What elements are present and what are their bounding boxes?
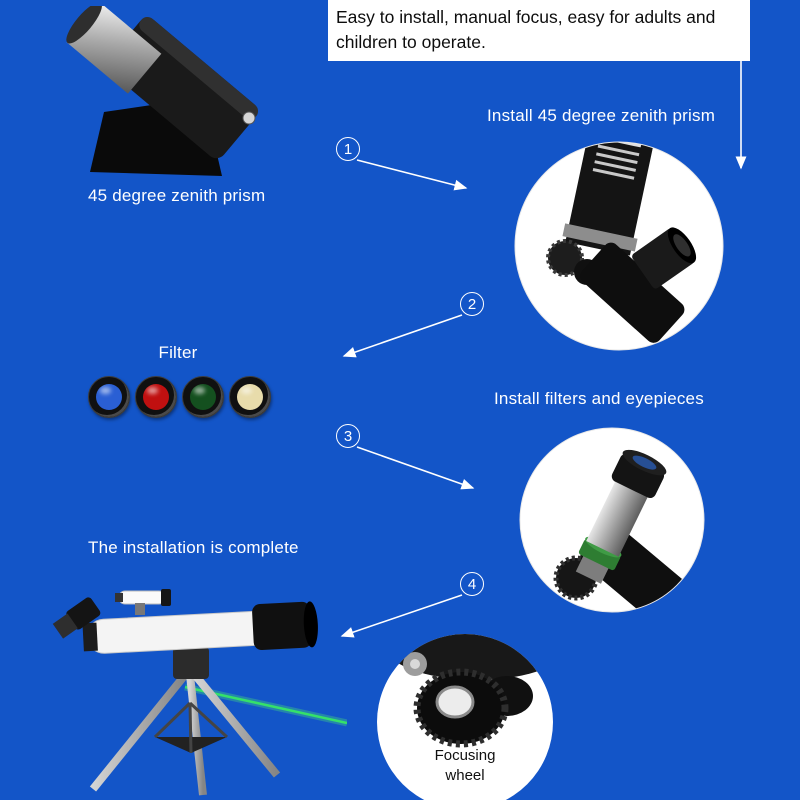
focusing-wheel-detail: Focusing wheel — [377, 634, 553, 800]
filter-glass — [96, 384, 122, 410]
focusing-wheel-caption: Focusing wheel — [434, 747, 496, 784]
arrow-step2 — [342, 314, 463, 358]
arrow-step3 — [356, 446, 475, 490]
zenith-prism-caption: 45 degree zenith prism — [88, 186, 266, 205]
filters-row — [88, 376, 271, 418]
arrow-step1 — [356, 159, 468, 191]
install-prism-image — [514, 141, 724, 351]
complete-caption: The installation is complete — [88, 538, 299, 557]
blue-filter — [88, 376, 130, 418]
install-filters-caption: Install filters and eyepieces — [494, 389, 704, 408]
step-4-badge: 4 — [460, 572, 484, 596]
intro-text: Easy to install, manual focus, easy for … — [336, 7, 716, 52]
moon-filter — [229, 376, 271, 418]
filter-glass — [143, 384, 169, 410]
arrow-step4 — [340, 594, 463, 638]
red-filter — [135, 376, 177, 418]
green-filter — [182, 376, 224, 418]
step-3-badge: 3 — [336, 424, 360, 448]
install-prism-caption: Install 45 degree zenith prism — [487, 106, 716, 125]
step-1-badge: 1 — [336, 137, 360, 161]
install-filters-image — [519, 427, 705, 613]
filter-glass — [237, 384, 263, 410]
filter-title: Filter — [158, 343, 198, 362]
step-2-badge: 2 — [460, 292, 484, 316]
intro-text-box: Easy to install, manual focus, easy for … — [328, 0, 750, 61]
filter-glass — [190, 384, 216, 410]
telescope-complete-image — [52, 589, 347, 796]
zenith-prism-image — [66, 6, 259, 176]
focusing-wheel-image — [382, 634, 553, 748]
